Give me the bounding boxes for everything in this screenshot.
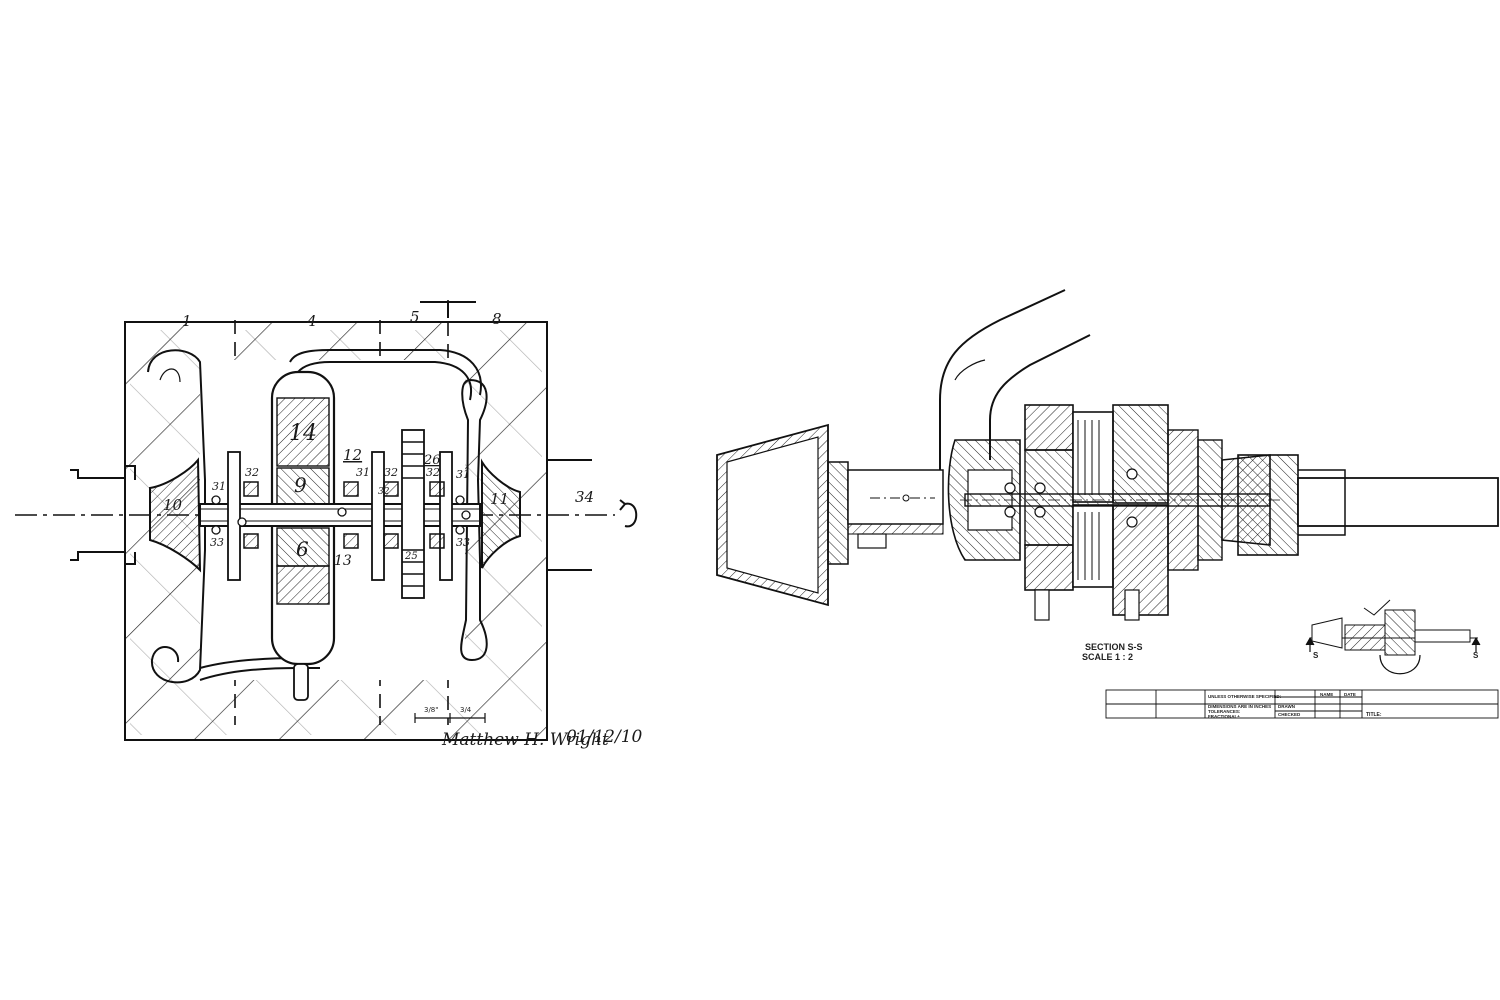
turbine-housing xyxy=(1221,454,1299,556)
label-25: 25 xyxy=(404,551,418,562)
turbine-wheel xyxy=(481,458,521,569)
label-13: 13 xyxy=(334,553,352,569)
bearing-balls xyxy=(211,495,471,535)
tb-fractional: FRACTIONAL± xyxy=(1208,714,1240,719)
scale-right-label: 3/4 xyxy=(460,706,472,714)
sketch-date: 01/12/10 xyxy=(566,727,643,747)
label-14: 14 xyxy=(289,421,317,446)
bypass-elbow-pipe xyxy=(939,289,1091,470)
title-block: UNLESS OTHERWISE SPECIFIED: DIMENSIONS A… xyxy=(1105,689,1499,719)
tb-tolerances: TOLERANCES: xyxy=(1208,709,1241,714)
outlet-duct xyxy=(1297,469,1499,536)
label-4: 4 xyxy=(306,312,317,330)
label-32-c: 32 xyxy=(426,466,440,479)
label-33-left: 33 xyxy=(210,536,224,549)
rotation-arrow-icon xyxy=(619,499,638,528)
label-32-d: 32 xyxy=(378,487,390,497)
gear-25-26 xyxy=(401,429,425,599)
scale-left-label: 3/8" xyxy=(424,706,439,714)
label-12: 12 xyxy=(343,446,362,464)
label-9: 9 xyxy=(294,473,307,497)
inlet-cone xyxy=(716,423,829,607)
inlet-pipe xyxy=(70,465,136,565)
scale-bar xyxy=(414,713,486,723)
cad-section: SECTION S-S SCALE 1 : 2 S S xyxy=(716,289,1499,719)
tb-date: DATE xyxy=(1344,692,1356,697)
label-5: 5 xyxy=(410,308,420,326)
label-33-right: 33 xyxy=(456,536,470,549)
tb-name: NAME xyxy=(1320,692,1333,697)
cad-shaft xyxy=(960,468,1280,528)
central-housing xyxy=(1024,404,1223,621)
bearing-blocks xyxy=(243,481,445,549)
label-31-left: 31 xyxy=(212,480,226,493)
mini-marker-right: S xyxy=(1473,651,1479,660)
label-10: 10 xyxy=(163,496,183,514)
label-34: 34 xyxy=(575,488,594,506)
mini-marker-left: S xyxy=(1313,651,1319,660)
label-6: 6 xyxy=(296,537,309,561)
tb-title: TITLE: xyxy=(1366,712,1382,718)
label-31-right: 31 xyxy=(456,468,470,481)
section-scale: SCALE 1 : 2 xyxy=(1082,652,1133,662)
label-26: 26 xyxy=(423,453,441,468)
label-32-b: 32 xyxy=(384,466,398,479)
tb-dimensions: DIMENSIONS ARE IN INCHES xyxy=(1208,704,1271,709)
section-title: SECTION S-S xyxy=(1085,642,1143,652)
section-marker-top xyxy=(420,301,476,318)
label-32-a: 32 xyxy=(245,466,259,479)
tb-drawn: DRAWN xyxy=(1278,704,1295,709)
signature: Matthew H. Wright xyxy=(441,730,609,750)
compressor-wheel xyxy=(149,457,202,573)
bearing-plates xyxy=(227,451,453,581)
label-11: 11 xyxy=(490,490,509,508)
mini-overview xyxy=(1305,599,1481,675)
label-1: 1 xyxy=(182,312,192,330)
tb-checked: CHECKED xyxy=(1278,712,1301,717)
outlet-pipe xyxy=(546,459,592,571)
part-labels: 1 4 5 8 14 9 6 10 11 12 13 25 26 31 31 3… xyxy=(163,308,594,569)
label-31-mid: 31 xyxy=(356,466,370,479)
tb-unless: UNLESS OTHERWISE SPECIFIED: xyxy=(1208,694,1282,699)
hand-sketch: 3/8" 3/4 1 4 5 8 14 9 6 10 11 12 13 25 2… xyxy=(15,300,643,750)
label-8: 8 xyxy=(492,310,502,328)
inlet-duct xyxy=(827,461,944,565)
